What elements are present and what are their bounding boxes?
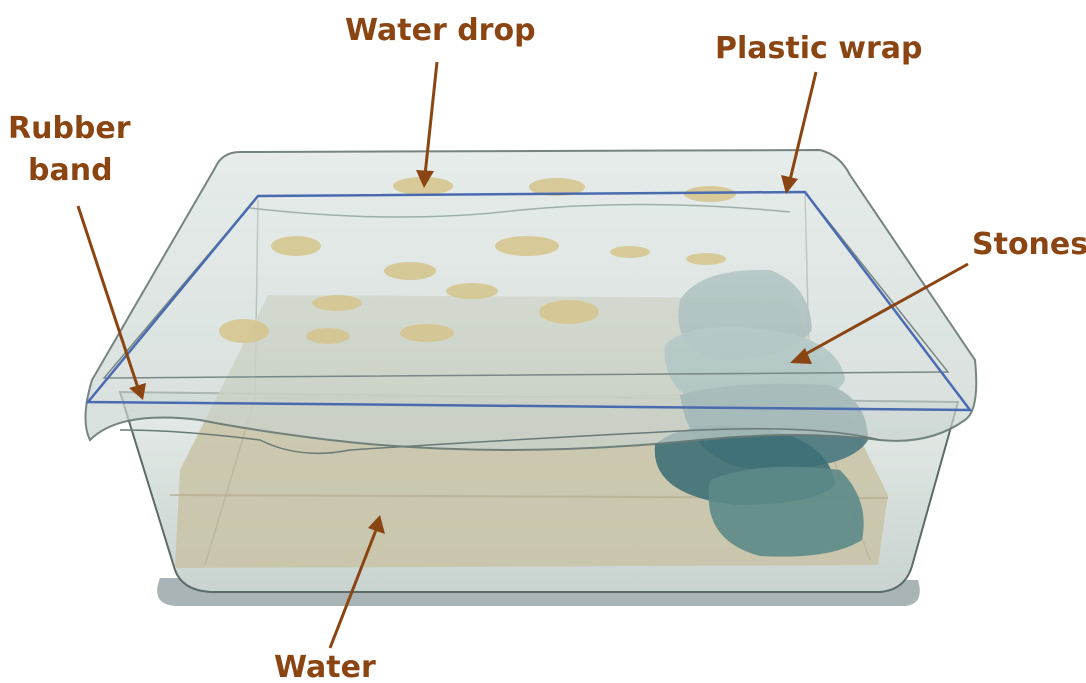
label-rubber-band-line2: band xyxy=(28,153,113,188)
water-drop xyxy=(495,236,559,256)
label-plastic-wrap: Plastic wrap xyxy=(715,31,922,66)
water-drop xyxy=(384,262,436,280)
water-drop xyxy=(219,319,269,343)
label-water: Water xyxy=(274,650,376,683)
label-rubber-band-line1: Rubber xyxy=(8,111,131,146)
water-drop xyxy=(400,324,454,342)
water-drop xyxy=(539,300,599,324)
water-drop xyxy=(271,236,321,256)
water-drop xyxy=(306,328,350,344)
label-water-drop: Water drop xyxy=(345,13,536,48)
label-stones: Stones xyxy=(972,227,1086,262)
water-drop xyxy=(686,253,726,265)
water-drop xyxy=(312,295,362,311)
water-drop xyxy=(446,283,498,299)
water-drop xyxy=(610,246,650,258)
